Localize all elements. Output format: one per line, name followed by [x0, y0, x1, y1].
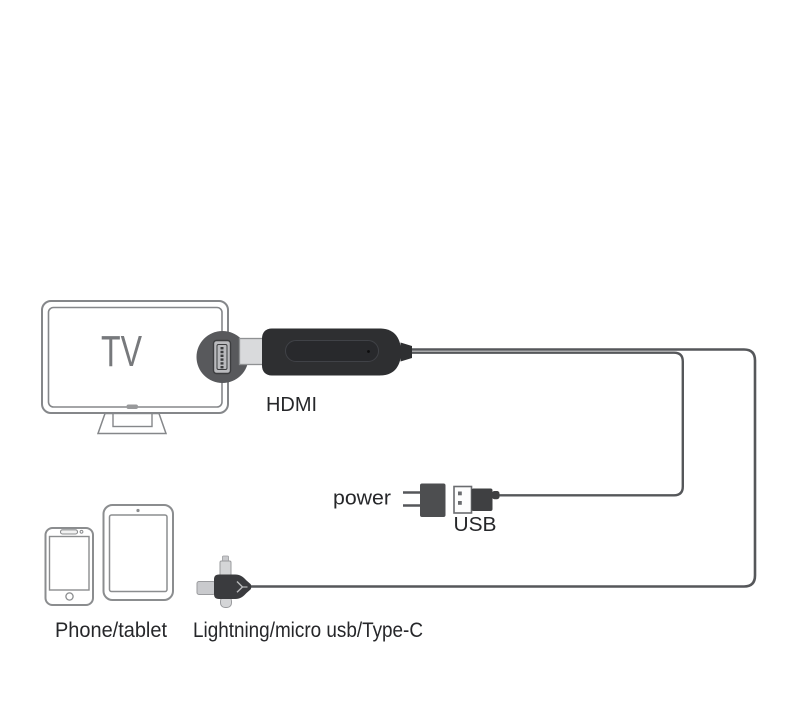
usb-contact-hole-top	[458, 491, 462, 496]
usb-power-cable	[407, 351, 684, 497]
hdmi-dongle-icon	[238, 328, 412, 376]
phone-camera-dot	[79, 529, 84, 534]
diagram-labels: HDMI power USB Phone/tablet Lightning/mi…	[55, 394, 497, 642]
usb-contact-hole-bottom	[458, 501, 462, 505]
phone-icon	[44, 527, 94, 606]
usb-metal-shell	[453, 485, 473, 514]
phone-tablet-label: Phone/tablet	[55, 619, 167, 642]
hdmi-port-icon	[212, 339, 232, 375]
hdmi-to-connector-cable	[244, 348, 757, 588]
dongle-strain-relief	[400, 342, 412, 362]
tablet-icon	[102, 504, 174, 601]
hdmi-port-inner	[216, 344, 228, 370]
hdmi-port-pins	[220, 347, 224, 369]
tv-label: TV	[101, 327, 142, 376]
dongle-inset-panel	[285, 340, 379, 362]
phone-home-button	[65, 592, 74, 601]
usb-plug-icon	[453, 485, 500, 514]
connector-label: Lightning/micro usb/Type-C	[193, 619, 423, 642]
hdmi-label: HDMI	[266, 394, 317, 416]
usb-label: USB	[454, 514, 497, 536]
adapter-body	[420, 483, 446, 517]
usb-plug-body	[471, 488, 493, 511]
tablet-screen	[108, 514, 168, 593]
power-adapter-icon	[403, 483, 446, 517]
micro-usb-plug	[196, 581, 216, 595]
usb-cable-stub	[492, 491, 500, 500]
tablet-camera-dot	[136, 508, 140, 513]
cable	[244, 348, 757, 588]
dongle-led-dot	[367, 350, 370, 353]
connector-body	[214, 574, 252, 599]
tv-stand-neck	[112, 412, 153, 428]
power-label: power	[333, 488, 391, 510]
magnifier-circle-icon	[196, 331, 249, 383]
tv-logo-badge	[126, 404, 138, 409]
phone-speaker-slot	[59, 529, 79, 535]
three-in-one-connector-icon	[196, 555, 252, 608]
phone-screen	[48, 535, 90, 591]
